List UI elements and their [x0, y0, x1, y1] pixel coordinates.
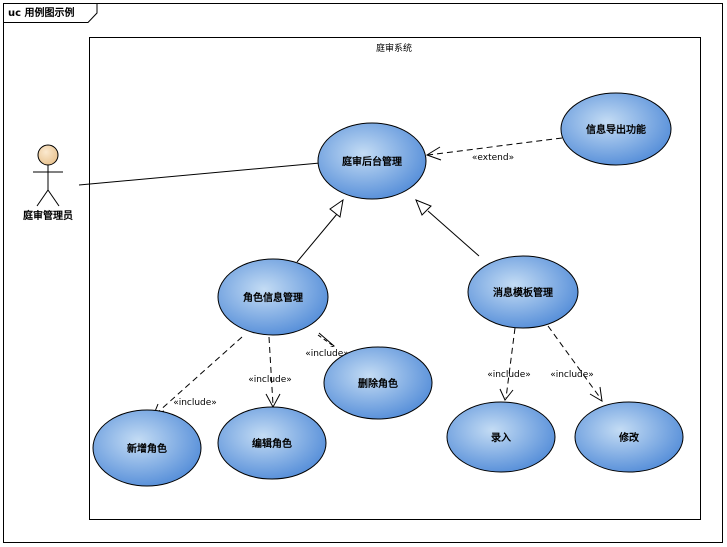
generalization-line-template: [427, 210, 480, 257]
include-line-delete: [317, 334, 333, 346]
stick-figure-actor-icon: [37, 144, 59, 166]
association-line: [78, 162, 321, 186]
generalization-arrowhead-template: [415, 199, 432, 216]
include-line-add: [157, 336, 243, 413]
extend-arrowhead: [425, 146, 442, 161]
usecase-add-role[interactable]: 新增角色: [92, 409, 202, 487]
usecase-msg-template-label: 消息模板管理: [493, 286, 553, 299]
include-line-entry: [505, 327, 516, 399]
usecase-admin[interactable]: 庭审后台管理: [317, 122, 427, 200]
extend-label: «extend»: [472, 153, 514, 163]
usecase-role-mgmt[interactable]: 角色信息管理: [217, 258, 329, 336]
usecase-entry-label: 录入: [491, 432, 511, 444]
actor-court-admin[interactable]: 庭审管理员: [23, 144, 73, 222]
actor-name: 庭审管理员: [23, 209, 73, 222]
frame-title-tab: [3, 3, 98, 23]
extend-line: [427, 137, 563, 156]
include-label-delete-bg: [302, 347, 353, 358]
include-label-modify: «include»: [550, 370, 594, 380]
system-boundary-title: 庭审系统: [376, 42, 412, 54]
usecase-delete-role[interactable]: 删除角色: [323, 346, 433, 420]
usecase-edit-role-label: 编辑角色: [252, 437, 292, 450]
usecase-modify[interactable]: 修改: [574, 401, 684, 473]
usecase-export-label: 信息导出功能: [586, 123, 646, 136]
include-arrowhead-modify: [589, 386, 603, 402]
usecase-export[interactable]: 信息导出功能: [560, 92, 672, 166]
usecase-modify-label: 修改: [618, 431, 640, 444]
frame-title: uc 用例图示例: [8, 6, 75, 19]
usecase-role-mgmt-label: 角色信息管理: [243, 291, 303, 304]
usecase-add-role-label: 新增角色: [127, 442, 167, 455]
usecase-edit-role[interactable]: 编辑角色: [217, 406, 327, 480]
usecase-delete-role-label: 删除角色: [358, 377, 398, 390]
diagram-frame: [3, 3, 723, 543]
generalization-line-role: [296, 213, 338, 263]
generalization-arrowhead-role: [329, 198, 344, 218]
usecase-msg-template[interactable]: 消息模板管理: [467, 255, 579, 329]
include-line-edit: [268, 336, 274, 406]
include-label-edit: «include»: [248, 375, 292, 385]
include-line-modify: [547, 325, 602, 400]
usecase-entry[interactable]: 录入: [446, 401, 556, 473]
usecase-admin-label: 庭审后台管理: [342, 155, 402, 168]
include-label-entry: «include»: [487, 370, 531, 380]
include-label-add: «include»: [173, 398, 217, 408]
include-label-delete: «include»: [305, 349, 349, 359]
include-arrowhead-entry: [499, 388, 514, 401]
